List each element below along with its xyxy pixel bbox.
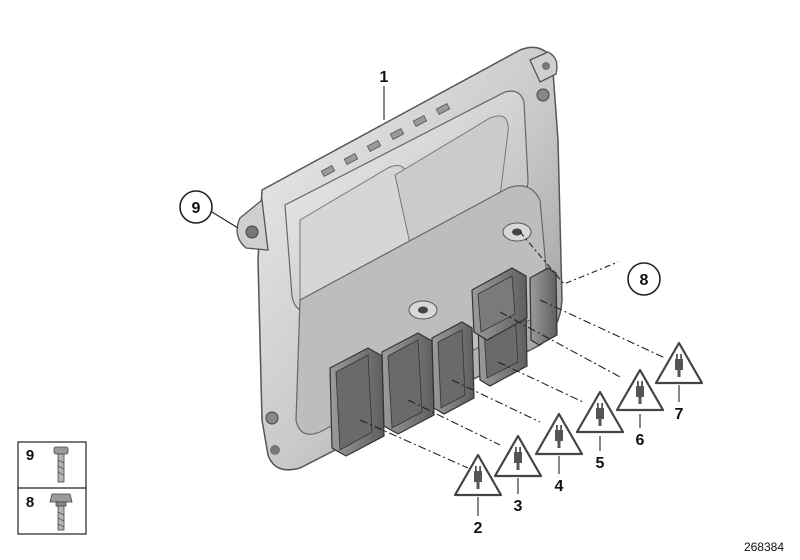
screw-boss-right <box>502 222 532 242</box>
callout-8: 8 <box>640 272 649 289</box>
callout-9-bubble: 9 <box>179 190 213 224</box>
connector-block-3 <box>381 332 435 435</box>
plug-warning-icon <box>493 434 543 478</box>
screw-boss-center <box>408 300 438 320</box>
connector-block-6 <box>471 267 528 341</box>
callout-6: 6 <box>636 432 645 449</box>
plug-warning-icon <box>534 412 584 456</box>
screw-icon <box>53 446 69 483</box>
plug-warning-icon <box>575 390 625 434</box>
callout-5: 5 <box>596 455 605 472</box>
fastener-legend: 9 8 <box>17 441 87 535</box>
callout-9: 9 <box>192 200 201 217</box>
callout-3: 3 <box>514 498 523 515</box>
connector-block-2 <box>329 347 385 457</box>
mounting-ear-left <box>236 198 269 251</box>
callout-1: 1 <box>380 69 389 86</box>
callout-2: 2 <box>474 520 483 537</box>
plug-warning-icon <box>615 368 665 412</box>
plug-warning-icon <box>453 453 503 497</box>
callout-8-bubble: 8 <box>627 262 661 296</box>
legend-label-9: 9 <box>26 447 34 464</box>
connector-block-7 <box>529 267 558 346</box>
callout-4: 4 <box>555 478 564 495</box>
diagram-reference-number: 268384 <box>744 540 784 554</box>
legend-label-8: 8 <box>26 494 34 511</box>
control-unit-housing <box>236 46 563 471</box>
leader-lines <box>211 86 680 516</box>
bolt-icon <box>49 493 73 531</box>
connector-block-4 <box>431 321 475 415</box>
plug-warning-icon <box>654 341 704 385</box>
callout-7: 7 <box>675 406 684 423</box>
cooling-ribs <box>320 102 451 178</box>
